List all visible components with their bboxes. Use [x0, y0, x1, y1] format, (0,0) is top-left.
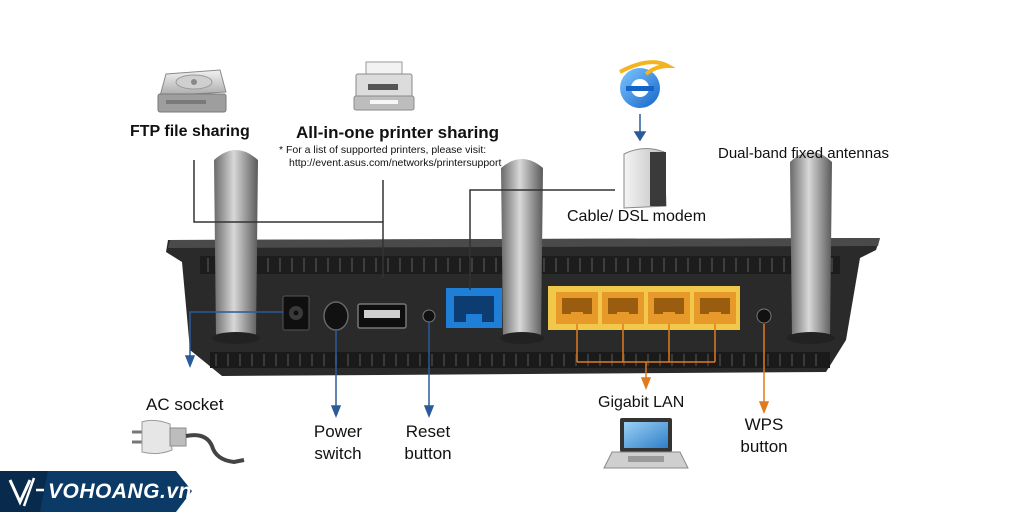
- usb-port: [357, 303, 407, 329]
- antennas-label: Dual-band fixed antennas: [718, 145, 889, 162]
- wps-button-label-line2: button: [740, 437, 788, 456]
- ac-socket-label: AC socket: [146, 395, 224, 414]
- modem-line: [469, 189, 615, 290]
- ac-socket-line: [184, 311, 283, 369]
- power-switch-line: [330, 330, 342, 419]
- reset-line: [423, 322, 435, 419]
- antenna-middle: [500, 159, 544, 344]
- wps-button-label: WPS button: [722, 414, 806, 458]
- lan-ports: [548, 286, 740, 330]
- ftp-label: FTP file sharing: [130, 123, 250, 140]
- ftp-line: [193, 160, 384, 278]
- modem-icon: [623, 148, 667, 209]
- brand-logo-text: VOHOANG.vn: [48, 480, 192, 503]
- wps-button-label-line1: WPS: [744, 415, 784, 434]
- printer-note-line2: http://event.asus.com/networks/printersu…: [289, 157, 502, 169]
- reset-button-label-line1: Reset: [405, 422, 451, 441]
- printer-icon: [353, 61, 415, 111]
- reset-button-label-line2: button: [404, 444, 452, 463]
- internet-arrow: [633, 114, 647, 142]
- reset-button-port: [422, 309, 436, 323]
- laptop-icon: [603, 418, 689, 469]
- brand-banner: [0, 471, 192, 512]
- antenna-right: [787, 152, 835, 344]
- lan-label: Gigabit LAN: [598, 394, 685, 411]
- reset-button-label: Reset button: [388, 421, 468, 465]
- wan-port: [446, 288, 502, 328]
- lan-lines: [576, 324, 716, 391]
- printer-label: All-in-one printer sharing: [296, 123, 500, 142]
- power-switch-label: Power switch: [298, 421, 378, 465]
- power-switch-port: [323, 301, 349, 331]
- antenna-left: [212, 150, 260, 344]
- power-switch-label-line1: Power: [313, 422, 363, 441]
- power-plug-icon: [132, 419, 245, 465]
- hard-drive-icon: [157, 69, 227, 113]
- wps-line: [758, 324, 770, 415]
- internet-explorer-icon: [619, 60, 676, 108]
- modem-label: Cable/ DSL modem: [567, 208, 707, 225]
- ac-socket-port: [282, 295, 310, 331]
- power-switch-label-line2: switch: [314, 444, 362, 463]
- wps-button-port: [756, 308, 772, 324]
- printer-note-line1: * For a list of supported printers, plea…: [279, 144, 487, 156]
